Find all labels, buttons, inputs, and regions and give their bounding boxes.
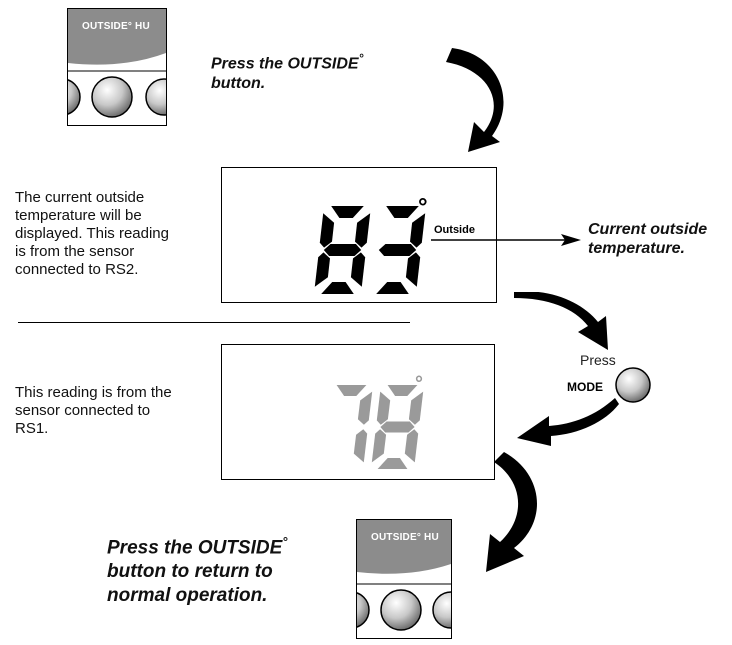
digit-segment <box>353 429 368 463</box>
digit-segment <box>336 385 367 396</box>
digit-segment <box>377 458 408 469</box>
digit-segment <box>331 206 364 218</box>
curved-arrow-left-down-icon <box>517 398 619 446</box>
mode-button-label: MODE <box>567 380 603 394</box>
digit-segment <box>380 421 415 433</box>
lcd-display-outside: ° Outside <box>221 167 497 303</box>
curved-arrow-down-left-icon <box>486 452 537 572</box>
digit-segment <box>357 391 373 425</box>
callout-current-outside-temperature: Current outside temperature. <box>588 221 708 257</box>
outside-temperature-digits <box>314 206 426 294</box>
digit-segment <box>350 252 366 287</box>
digit-segment <box>323 244 362 256</box>
digit-segment <box>378 244 417 256</box>
curved-arrow-down-icon <box>446 48 504 152</box>
arrow-right-icon <box>431 234 581 246</box>
digit-segment <box>376 282 409 294</box>
display2-description: This reading is from the sensor connecte… <box>15 384 172 437</box>
digit-segment <box>319 213 335 248</box>
outside-button-thumbnail-bottom: OUTSIDE° HU <box>356 519 452 639</box>
step3-instruction: Press the OUTSIDE° button to return to n… <box>107 534 288 607</box>
rs1-temperature-digits <box>336 385 424 469</box>
digit-segment <box>321 282 354 294</box>
curved-arrow-right-down-icon <box>514 292 608 350</box>
outside-button-thumbnail-top: OUTSIDE° HU <box>67 8 167 126</box>
digit-segment <box>371 429 387 463</box>
digit-segment <box>408 391 424 425</box>
digit-segment <box>404 429 419 463</box>
mode-button[interactable] <box>614 366 652 404</box>
digit-segment <box>376 391 391 425</box>
divider-line <box>18 322 410 323</box>
mode-press-label: Press <box>580 352 616 368</box>
step1-instruction: Press the OUTSIDE° button. <box>211 51 364 93</box>
digit-segment <box>387 385 418 396</box>
digit-segment <box>355 213 371 248</box>
digit-segment <box>410 213 426 248</box>
digit-segment <box>405 252 421 287</box>
digit-segment <box>386 206 419 218</box>
thermostat-panel-icon <box>357 520 451 631</box>
outside-label: Outside <box>434 224 475 236</box>
lcd-display-rs1: ° <box>221 344 495 480</box>
degree-symbol: ° <box>358 51 364 65</box>
digit-segment <box>314 252 330 287</box>
degree-symbol: ° <box>418 194 428 221</box>
degree-symbol: ° <box>415 373 423 395</box>
degree-symbol: ° <box>282 534 288 549</box>
display1-description: The current outside temperature will be … <box>15 189 169 278</box>
thermostat-panel-icon <box>68 9 166 118</box>
